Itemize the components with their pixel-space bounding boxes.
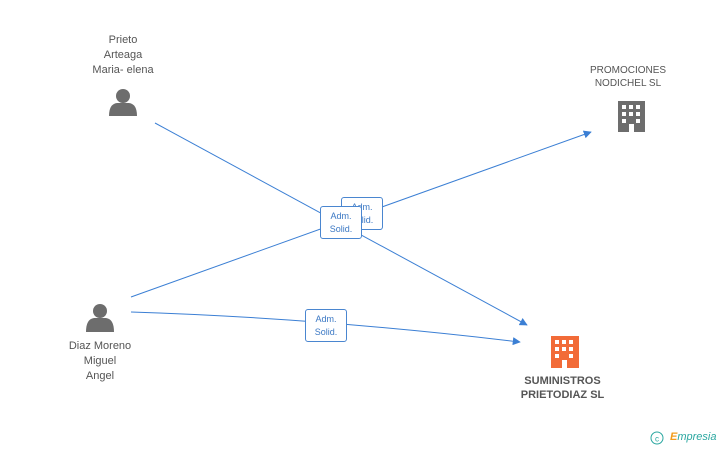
node-label-promociones[interactable]: PROMOCIONES NODICHEL SL: [589, 65, 667, 89]
person-icon[interactable]: [86, 304, 114, 332]
brand-name: mpresia: [677, 431, 717, 443]
node-label-prieto[interactable]: Prieto Arteaga Maria- elena: [92, 34, 154, 76]
edge-label-lower[interactable]: Adm. Solid.: [305, 309, 347, 342]
node-label-suministros[interactable]: SUMINISTROS PRIETODIAZ SL: [520, 375, 605, 401]
person-icon[interactable]: [109, 89, 137, 116]
svg-text:c: c: [655, 435, 659, 444]
brand-initial: E: [670, 431, 678, 443]
brand-watermark[interactable]: Empresia: [670, 431, 716, 443]
edge-label-front[interactable]: Adm. Solid.: [320, 206, 362, 239]
copyright-icon: c: [650, 431, 664, 445]
building-icon[interactable]: [618, 101, 645, 132]
main-building-icon[interactable]: [551, 336, 579, 368]
node-label-diaz[interactable]: Diaz Moreno Miguel Angel: [68, 340, 132, 382]
